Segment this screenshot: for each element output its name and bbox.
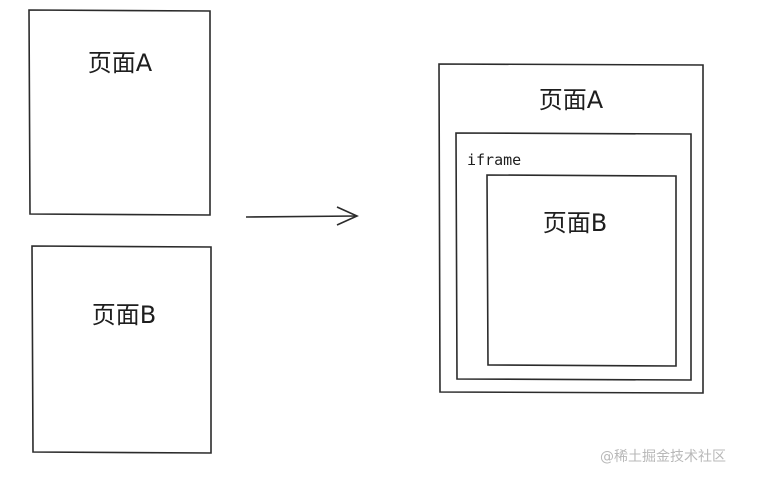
arrow xyxy=(245,206,359,226)
inner-page-b-label: 页面B xyxy=(543,209,607,237)
page-b-box xyxy=(31,245,212,454)
outer-page-a-label: 页面A xyxy=(539,86,604,114)
watermark: @稀土掘金技术社区 xyxy=(600,449,726,465)
left-page-b: 页面B xyxy=(31,245,212,454)
page-a-box xyxy=(28,9,211,216)
inner-page-b-box xyxy=(486,174,677,367)
left-page-a: 页面A xyxy=(28,9,211,216)
iframe-box xyxy=(455,132,692,381)
outer-page-a-box xyxy=(438,63,704,394)
page-b-label: 页面B xyxy=(92,301,156,329)
page-a-label: 页面A xyxy=(88,49,153,77)
right-page-a: 页面A iframe 页面B xyxy=(438,63,704,394)
iframe-label: iframe xyxy=(467,151,521,169)
